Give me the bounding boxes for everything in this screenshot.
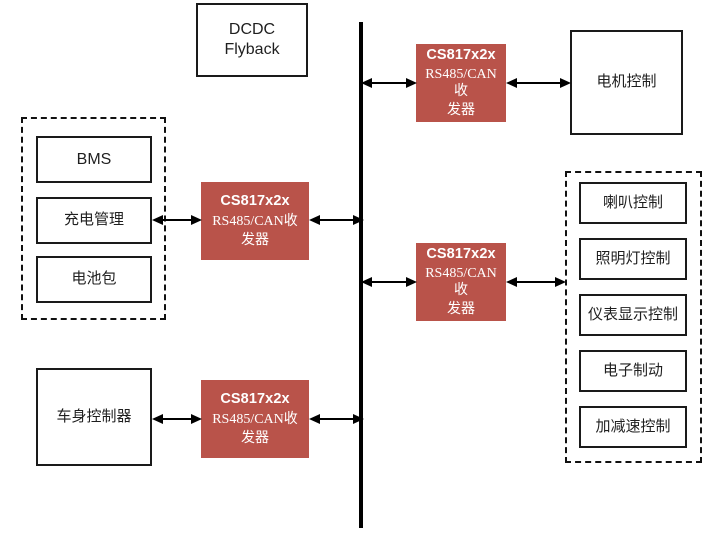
chip-motor-bus-title: CS817x2x — [426, 46, 496, 63]
chip-battery-bus[interactable]: CS817x2x RS485/CAN收 发器 — [201, 182, 309, 260]
conn-chip-motor-to-motor-control — [506, 76, 571, 90]
chip-body-peripherals-bus-subtitle-2: 发器 — [447, 302, 475, 318]
acceleration-control-box[interactable]: 加减速控制 — [579, 406, 687, 448]
lighting-control-box[interactable]: 照明灯控制 — [579, 238, 687, 280]
conn-chip-battery-to-bus — [309, 213, 364, 227]
acceleration-control-label: 加减速控制 — [595, 417, 671, 435]
chip-battery-bus-subtitle-1: RS485/CAN收 — [212, 213, 298, 229]
lighting-control-label: 照明灯控制 — [595, 249, 671, 267]
conn-battery-to-chip-battery — [152, 213, 202, 227]
chip-motor-bus-subtitle-1: RS485/CAN收 — [425, 67, 497, 100]
electronic-brake-label: 电子制动 — [602, 361, 663, 379]
electronic-brake-box[interactable]: 电子制动 — [579, 350, 687, 392]
battery-pack-box[interactable]: 电池包 — [36, 256, 152, 303]
horn-control-box[interactable]: 喇叭控制 — [579, 182, 687, 224]
battery-pack-label: 电池包 — [71, 270, 117, 288]
body-controller-label: 车身控制器 — [56, 407, 132, 425]
charge-management-label: 充电管理 — [63, 211, 124, 229]
dcdc-flyback-box[interactable]: DCDC Flyback — [196, 3, 308, 77]
chip-body-peripherals-bus-title: CS817x2x — [426, 245, 496, 262]
conn-bus-to-chip-motor — [361, 76, 417, 90]
peripherals-group — [565, 171, 702, 463]
motor-control-box[interactable]: 电机控制 — [570, 30, 683, 135]
instrument-display-control-box[interactable]: 仪表显示控制 — [579, 294, 687, 336]
charge-management-box[interactable]: 充电管理 — [36, 197, 152, 244]
motor-control-label: 电机控制 — [596, 73, 657, 91]
chip-body-peripherals-bus-subtitle-1: RS485/CAN收 — [425, 266, 497, 299]
body-controller-box[interactable]: 车身控制器 — [36, 368, 152, 466]
bms-label: BMS — [76, 150, 112, 168]
chip-body-peripherals-bus[interactable]: CS817x2x RS485/CAN收 发器 — [416, 243, 506, 321]
conn-chip-peripherals-to-group — [506, 275, 566, 289]
bms-box[interactable]: BMS — [36, 136, 152, 183]
chip-body-controller-bus-subtitle-2: 发器 — [241, 430, 269, 446]
vehicle-bus-line[interactable] — [359, 22, 363, 528]
battery-system-group — [21, 117, 166, 320]
dcdc-flyback-label: DCDC Flyback — [224, 20, 279, 60]
chip-motor-bus[interactable]: CS817x2x RS485/CAN收 发器 — [416, 44, 506, 122]
chip-battery-bus-title: CS817x2x — [220, 193, 290, 210]
dcdc-line-1: DCDC — [228, 21, 276, 38]
chip-body-controller-bus-title: CS817x2x — [220, 391, 290, 408]
chip-battery-bus-subtitle-2: 发器 — [241, 232, 269, 248]
conn-chip-body-to-bus — [309, 412, 364, 426]
chip-motor-bus-subtitle-2: 发器 — [447, 103, 475, 119]
chip-body-controller-bus-subtitle-1: RS485/CAN收 — [212, 411, 298, 427]
conn-bus-to-chip-peripherals — [361, 275, 417, 289]
horn-control-label: 喇叭控制 — [602, 193, 663, 211]
dcdc-line-2: Flyback — [224, 41, 280, 58]
chip-body-controller-bus[interactable]: CS817x2x RS485/CAN收 发器 — [201, 380, 309, 458]
conn-body-controller-to-chip — [152, 412, 202, 426]
instrument-display-control-label: 仪表显示控制 — [587, 305, 678, 323]
